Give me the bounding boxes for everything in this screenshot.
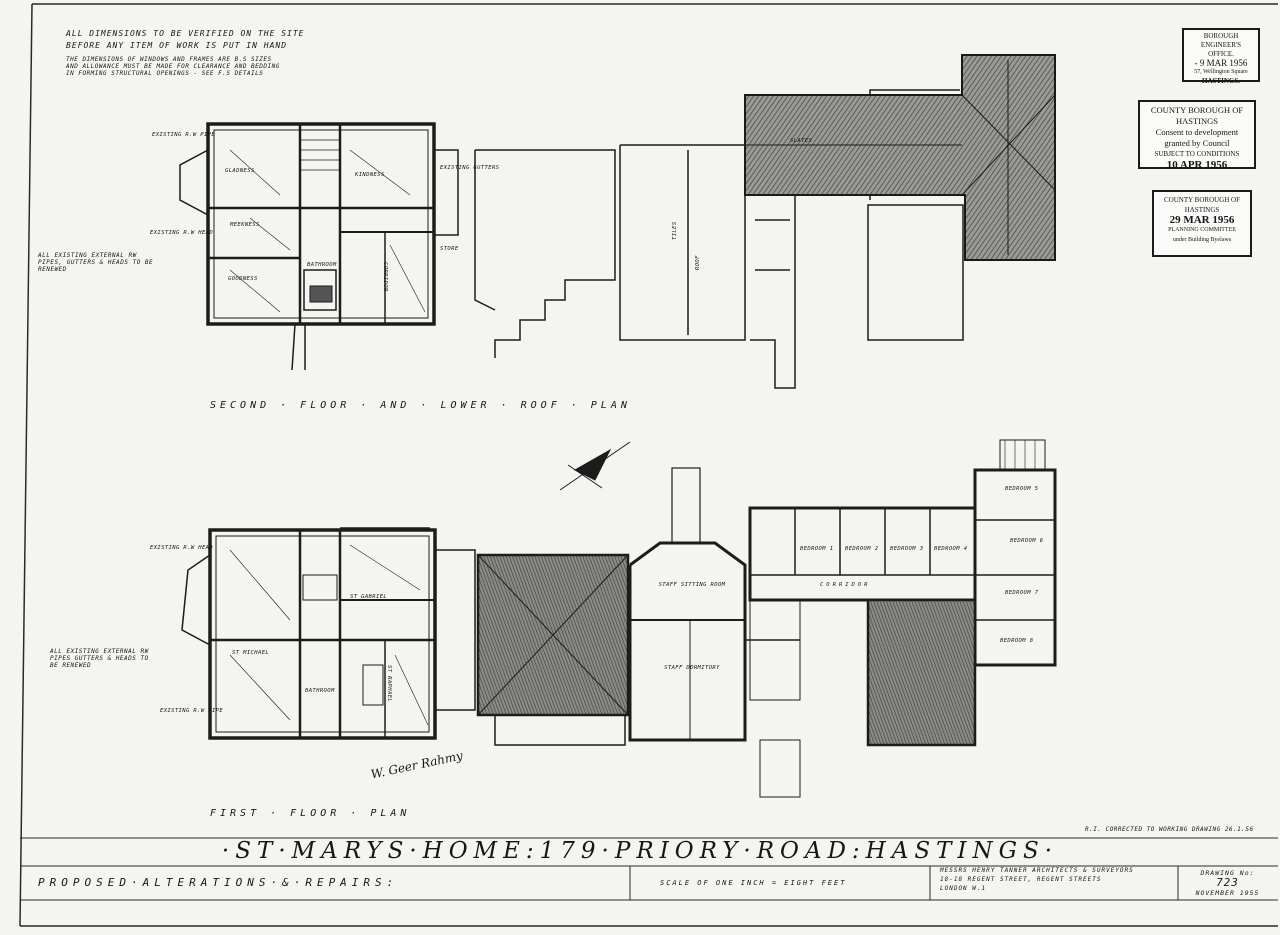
stamp-engineer-line1: BOROUGH ENGINEER'S (1200, 32, 1242, 49)
room-bedroom-6: BEDROOM 6 (1010, 538, 1044, 544)
label-existing-rw-pipe-upper: EXISTING R.W PIPE (152, 132, 216, 138)
room-gladness: GLADNESS (225, 168, 255, 174)
architects-block: MESSRS HENRY TANNER ARCHITECTS & SURVEYO… (940, 866, 1134, 893)
room-st-raphael: ST RAPHAEL (386, 665, 392, 703)
room-staff-sitting-room: STAFF SITTING ROOM (658, 582, 726, 588)
first-floor-plan-middle (476, 467, 801, 798)
stamp-consent-line4: SUBJECT TO CONDITIONS (1154, 150, 1240, 158)
architects-line1: MESSRS HENRY TANNER ARCHITECTS & SURVEYO… (940, 867, 1134, 874)
windows-note-2: AND ALLOWANCE MUST BE MADE FOR CLEARANCE… (66, 63, 280, 70)
planning-stamp: COUNTY BOROUGH OF HASTINGS 29 MAR 1956 P… (1152, 190, 1252, 257)
label-slates: SLATES (790, 138, 813, 144)
stamp-planning-line3: PLANNING COMMITTEE (1168, 227, 1236, 233)
stamp-planning-line1: COUNTY BOROUGH OF HASTINGS (1164, 196, 1240, 214)
label-roof: ROOF (695, 255, 701, 270)
stamp-planning-date: 29 MAR 1956 (1169, 214, 1235, 226)
stamp-engineer-line5: HASTINGS. (1202, 77, 1240, 85)
revision-note: R.I. CORRECTED TO WORKING DRAWING 26.1.5… (1085, 826, 1254, 833)
scale-note: SCALE OF ONE INCH = EIGHT FEET (660, 879, 847, 887)
architects-line2: 18-18 REGENT STREET, REGENT STREETS (940, 876, 1102, 883)
room-st-michael: ST MICHAEL (232, 650, 270, 656)
room-corridor-upper: CORRIDOR (382, 262, 388, 292)
room-bathroom-lower: BATHROOM (305, 688, 335, 694)
verify-note-2: BEFORE ANY ITEM OF WORK IS PUT IN HAND (66, 41, 288, 50)
borough-engineer-stamp: BOROUGH ENGINEER'S OFFICE. - 9 MAR 1956 … (1182, 28, 1260, 85)
room-bedroom-2: BEDROOM 2 (845, 546, 879, 552)
first-floor-plan-title: FIRST · FLOOR · PLAN (210, 808, 411, 819)
first-floor-plan-left (181, 527, 476, 740)
room-goodness: GOODNESS (228, 276, 258, 282)
drawing-date: NOVEMBER 1955 (1195, 889, 1260, 897)
second-floor-plan (179, 122, 459, 371)
second-floor-plan-title: SECOND · FLOOR · AND · LOWER · ROOF · PL… (210, 400, 631, 411)
label-existing-rw-head-lower: EXISTING R.W HEAD (150, 545, 214, 551)
verify-note-1: ALL DIMENSIONS TO BE VERIFIED ON THE SIT… (66, 29, 305, 38)
room-corridor-lower: CORRIDOR (820, 582, 871, 588)
room-kindness: KINDNESS (355, 172, 385, 178)
room-bedroom-8: BEDROOM 8 (1000, 638, 1034, 644)
stamp-consent-date: 10 APR 1956 (1166, 159, 1228, 171)
drawing-subtitle: PROPOSED·ALTERATIONS·&·REPAIRS: (38, 876, 399, 889)
stamp-planning-line4: under Building Byelaws (1172, 237, 1232, 243)
sheet-border (19, 3, 1278, 927)
architects-line3: LONDON W.1 (940, 885, 987, 892)
stamp-engineer-line2: OFFICE. (1208, 50, 1234, 58)
room-bedroom-4: BEDROOM 4 (934, 546, 968, 552)
windows-note-1: THE DIMENSIONS OF WINDOWS AND FRAMES ARE… (66, 56, 272, 63)
room-meekness: MEEKNESS (230, 222, 260, 228)
first-floor-hatched-roof (866, 598, 977, 747)
room-st-gabriel: ST GABRIEL (350, 594, 388, 600)
stamp-consent-line2: Consent to development (1155, 127, 1239, 137)
windows-note-3: IN FORMING STRUCTURAL OPENINGS - SEE F.S… (66, 70, 264, 77)
stamp-consent-line3: granted by Council (1164, 138, 1230, 148)
room-bedroom-3: BEDROOM 3 (890, 546, 924, 552)
room-staff-dormitory: STAFF DORMITORY (664, 665, 720, 671)
label-existing-gutters: EXISTING GUTTERS (440, 165, 500, 171)
stamp-engineer-date: - 9 MAR 1956 (1194, 58, 1248, 68)
consent-stamp: COUNTY BOROUGH OF HASTINGS Consent to de… (1138, 100, 1256, 171)
room-bedroom-1: BEDROOM 1 (800, 546, 834, 552)
room-store: STORE (440, 246, 459, 252)
rw-note-lower: ALL EXISTING EXTERNAL RW PIPES GUTTERS &… (50, 648, 149, 669)
first-floor-plan-right (748, 439, 1057, 667)
drawing-number: 723 (1216, 876, 1239, 889)
drawing-number-block: DRAWING No: 723 NOVEMBER 1955 (1180, 868, 1275, 898)
stamp-engineer-line4: 57, Wellington Square (1194, 69, 1248, 75)
label-tiles: TILES (672, 221, 678, 240)
north-arrow-icon (559, 441, 631, 491)
drawing-title: ·ST·MARYS·HOME:179·PRIORY·ROAD:HASTINGS· (221, 838, 1059, 864)
label-existing-rw-head-upper: EXISTING R.W HEAD (150, 230, 214, 236)
label-existing-rw-pipe-lower: EXISTING R.W PIPE (160, 708, 224, 714)
roof-hatched (744, 54, 1056, 261)
rw-note-upper: ALL EXISTING EXTERNAL RW PIPES, GUTTERS … (38, 252, 154, 273)
room-bathroom-upper: BATHROOM (307, 262, 337, 268)
stamp-consent-line1: COUNTY BOROUGH OF HASTINGS (1150, 105, 1244, 126)
drawing-number-label: DRAWING No: (1200, 869, 1255, 877)
room-bedroom-5: BEDROOM 5 (1005, 486, 1039, 492)
room-bedroom-7: BEDROOM 7 (1005, 590, 1039, 596)
